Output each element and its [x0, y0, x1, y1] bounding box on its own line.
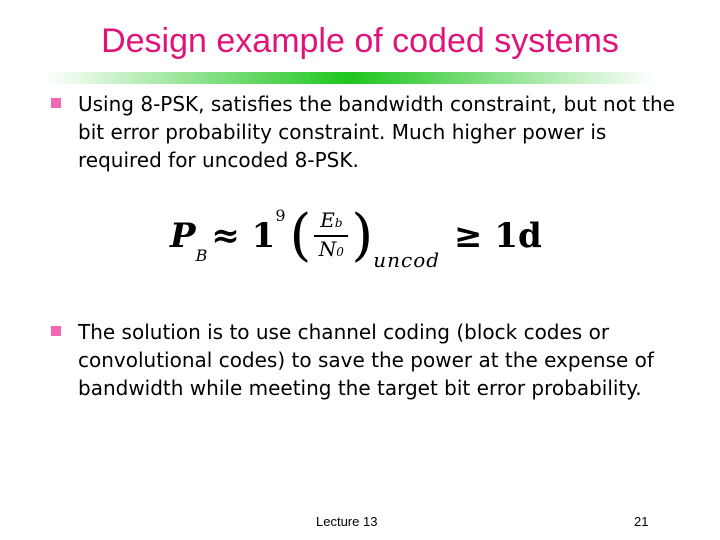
bullet-icon [51, 326, 61, 336]
bullet-text-2: The solution is to use channel coding (b… [78, 320, 654, 400]
slide-title: Design example of coded systems [101, 22, 619, 60]
eq-numerator: E [320, 208, 335, 232]
fraction: Eb N0 [314, 208, 349, 264]
eq-denominator-sub: 0 [336, 245, 344, 259]
fraction-bar [314, 235, 349, 237]
footer-lecture: Lecture 13 [316, 514, 378, 529]
eq-exp: 9 [275, 206, 286, 225]
eq-numerator-sub: b [334, 216, 343, 230]
eq-subscript: uncod [373, 248, 441, 272]
eq-approx: ≈ 1 [211, 216, 276, 256]
eq-lhs: P [170, 216, 196, 256]
eq-denominator-group: N0 [319, 237, 344, 264]
page-number: 21 [634, 514, 649, 529]
eq-numerator-group: Eb [320, 208, 342, 235]
eq-relation: ≥ 1d [454, 216, 542, 256]
eq-denominator: N [318, 237, 337, 261]
left-paren: ( [289, 203, 312, 268]
right-paren: ) [351, 203, 374, 268]
equation: P B ≈ 1 9 ( Eb N0 ) uncod ≥ 1d [170, 196, 550, 276]
bullet-icon [51, 98, 61, 108]
eq-lhs-sub: B [195, 246, 208, 265]
title-divider [45, 72, 655, 84]
bullet-text-1: Using 8-PSK, satisfies the bandwidth con… [78, 92, 675, 172]
